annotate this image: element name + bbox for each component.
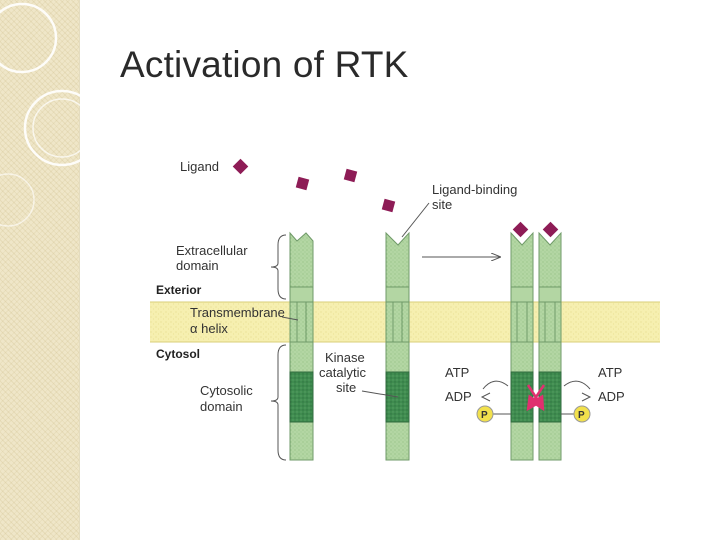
ligand-legend-diamond: [232, 158, 249, 175]
atp-left-curve: [482, 380, 509, 390]
transmembrane-label-line1: Transmembrane: [190, 305, 285, 320]
ligand-binding-label-line1: Ligand-binding: [432, 182, 517, 197]
sidebar-divider: [79, 0, 80, 540]
ligand-binding-label-line2: site: [432, 197, 452, 212]
ligand-label: Ligand: [180, 159, 219, 174]
adp-right-label: ADP: [598, 389, 625, 404]
phosphate-left-label: P: [481, 410, 488, 421]
ligand-diamond: [343, 168, 358, 183]
rtk-activation-diagram: Ligand Extrac: [150, 158, 660, 461]
extracellular-label-line2: domain: [176, 258, 219, 273]
ligand-binding-pointer: [401, 202, 430, 238]
decorative-circles: [0, 2, 101, 227]
bound-ligand-diamond: [542, 221, 559, 238]
extracellular-label-line1: Extracellular: [176, 243, 248, 258]
cytosolic-bracket: [270, 344, 287, 461]
phosphate-right: [573, 405, 591, 423]
kinase-pointer: [361, 390, 399, 398]
transmembrane-pointer: [281, 316, 299, 321]
extracellular-bracket: [270, 234, 287, 300]
receptor-inactive-left: [289, 231, 314, 461]
phosphate-right-label: P: [578, 410, 585, 421]
kinase-label-line2: catalytic: [319, 365, 366, 380]
transmembrane-label-line2: α helix: [190, 321, 228, 336]
receptor-inactive-middle: [385, 231, 410, 461]
bound-ligand-diamond: [512, 221, 529, 238]
atp-right-label: ATP: [598, 365, 622, 380]
cytosolic-label-line2: domain: [200, 399, 243, 414]
atp-right-curve: [563, 380, 591, 390]
receptor-dimer-right: [538, 231, 562, 461]
kinase-label-line3: site: [336, 380, 356, 395]
exterior-label: Exterior: [156, 283, 202, 297]
kinase-label-line1: Kinase: [325, 350, 365, 365]
adp-right-arrowhead: [581, 392, 592, 402]
adp-left-arrowhead: [480, 392, 491, 402]
adp-left-label: ADP: [445, 389, 472, 404]
atp-left-label: ATP: [445, 365, 469, 380]
ligand-diamond: [381, 198, 396, 213]
ligand-diamond: [295, 176, 310, 191]
phosphate-left: [476, 405, 494, 423]
cytosol-label: Cytosol: [156, 347, 200, 361]
slide-title: Activation of RTK: [120, 44, 409, 85]
receptor-dimer-left: [510, 231, 534, 461]
trans-phosphorylation-arrows: [526, 384, 546, 412]
cytosolic-label-line1: Cytosolic: [200, 383, 253, 398]
